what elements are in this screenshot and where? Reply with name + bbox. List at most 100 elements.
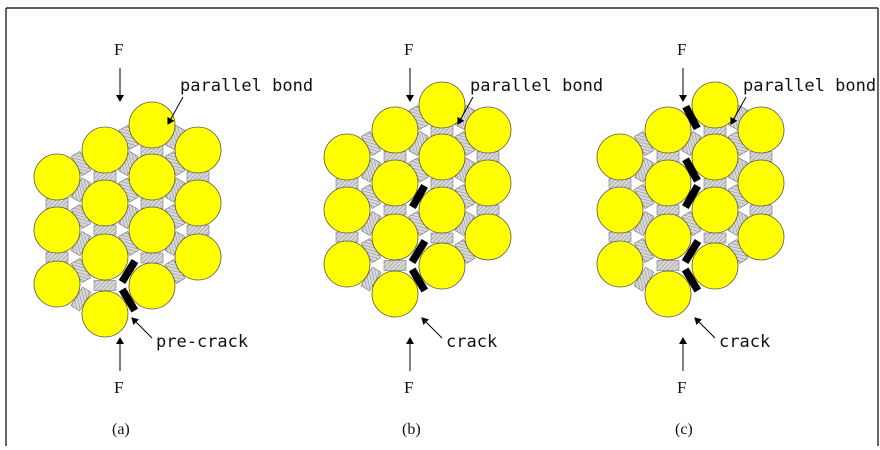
particle: [371, 270, 419, 318]
particle: [33, 206, 81, 254]
particle: [691, 186, 739, 234]
crack-segments: [118, 259, 139, 313]
particle: [371, 159, 419, 207]
top-force-label: F: [404, 40, 413, 59]
bond-pointer-arrow: [167, 96, 184, 125]
particle: [128, 153, 176, 201]
particle: [323, 240, 371, 288]
particle: [464, 159, 512, 207]
particle: [174, 126, 222, 174]
parallel-bonds: [608, 105, 773, 292]
particle: [418, 81, 466, 129]
bond-pointer-arrow: [457, 96, 474, 125]
crack-segment: [682, 183, 701, 210]
particle: [81, 179, 129, 227]
parallel-bond: [430, 232, 454, 244]
panel-caption: (b): [402, 421, 421, 438]
parallel-bonds: [45, 125, 210, 312]
crack-label: crack: [719, 332, 770, 352]
panel-caption: (a): [112, 421, 130, 438]
particle-assembly: [596, 81, 785, 318]
parallel-bond: [383, 204, 407, 216]
panel-b: F F parallel bond crack (b): [323, 40, 603, 438]
particle: [596, 133, 644, 181]
crack-segment: [681, 267, 702, 293]
particle: [33, 153, 81, 201]
crack-pointer-arrow: [421, 317, 443, 339]
crack-segment: [408, 267, 429, 293]
particle: [596, 240, 644, 288]
particle: [128, 206, 176, 254]
crack-segments: [681, 104, 702, 293]
particle: [691, 133, 739, 181]
parallel-bond: [749, 204, 773, 216]
crack-segment: [682, 104, 701, 131]
particle: [323, 186, 371, 234]
particle: [418, 133, 466, 181]
parallel-bond-label: parallel bond: [470, 76, 603, 96]
parallel-bond: [656, 260, 680, 271]
particle: [128, 262, 176, 310]
particle: [737, 106, 785, 154]
crack-segment: [118, 259, 139, 284]
panel-c: F F parallel bond crack (c): [596, 40, 876, 438]
particle: [418, 186, 466, 234]
particle: [464, 106, 512, 154]
particle: [174, 233, 222, 281]
crack-segments: [408, 183, 429, 293]
particle: [464, 213, 512, 261]
parallel-bond: [703, 232, 727, 244]
top-force-label: F: [677, 40, 686, 59]
crack-segment: [681, 239, 702, 264]
panel-caption: (c): [675, 421, 693, 438]
parallel-bond: [656, 204, 680, 216]
particle: [691, 81, 739, 129]
parallel-bond-label: parallel bond: [743, 76, 876, 96]
particle: [33, 260, 81, 308]
particle: [81, 290, 129, 338]
particle: [128, 101, 176, 149]
parallel-bond-label: parallel bond: [180, 76, 313, 96]
panel-a: F F parallel bond pre-crack (a): [33, 40, 313, 438]
bottom-force-label: F: [677, 378, 686, 397]
crack-label: pre-crack: [156, 332, 248, 352]
crack-segment: [118, 287, 139, 313]
parallel-bond: [608, 231, 632, 243]
crack-segment: [409, 183, 428, 210]
parallel-bond: [186, 224, 210, 236]
particle: [81, 126, 129, 174]
bottom-force-label: F: [404, 378, 413, 397]
particle: [596, 186, 644, 234]
parallel-bond: [93, 280, 117, 291]
parallel-bond: [140, 252, 164, 264]
particle: [644, 213, 692, 261]
crack-pointer-arrow: [131, 317, 153, 339]
bottom-force-label: F: [114, 378, 123, 397]
particle: [323, 133, 371, 181]
parallel-bond: [335, 231, 359, 243]
particle: [644, 106, 692, 154]
particle-assembly: [33, 101, 222, 338]
particle: [691, 242, 739, 290]
particle: [81, 233, 129, 281]
bond-pointer-arrow: [730, 96, 747, 125]
particle: [737, 159, 785, 207]
parallel-bond: [45, 251, 69, 263]
crack-segment: [408, 239, 429, 264]
top-force-label: F: [114, 40, 123, 59]
particle: [174, 179, 222, 227]
particle: [371, 213, 419, 261]
crack-pointer-arrow: [694, 317, 716, 339]
parallel-bond: [476, 204, 500, 216]
particle-assembly: [323, 81, 512, 318]
parallel-bond: [93, 224, 117, 236]
particle: [371, 106, 419, 154]
particle: [644, 270, 692, 318]
crack-label: crack: [446, 332, 497, 352]
particle: [737, 213, 785, 261]
parallel-bond: [383, 260, 407, 271]
crack-segment: [682, 157, 701, 183]
particle: [644, 159, 692, 207]
